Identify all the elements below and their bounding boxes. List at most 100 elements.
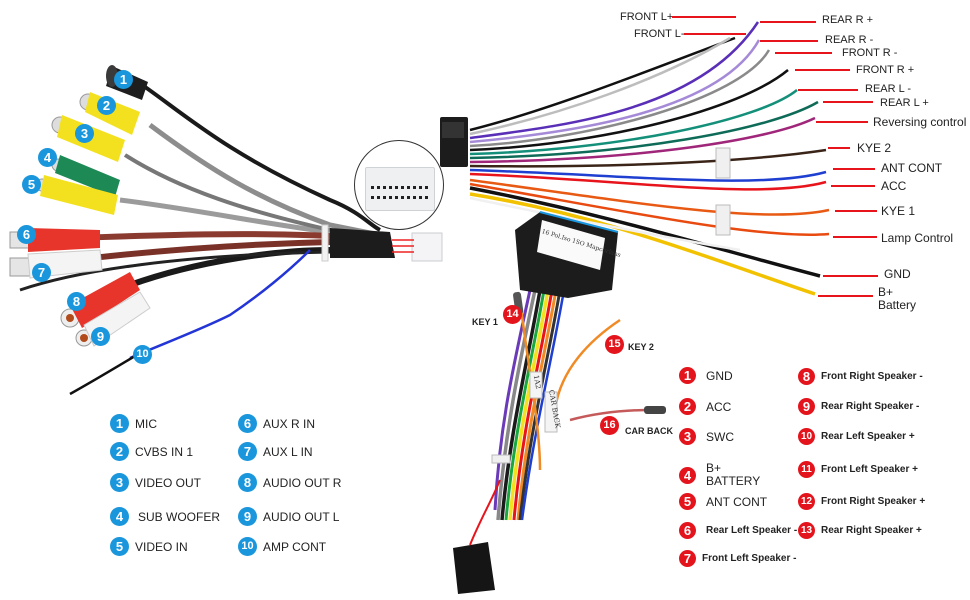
- legend-badge: 10: [798, 428, 815, 445]
- connector-pin-hole: [389, 196, 392, 199]
- wire-tag: [715, 147, 731, 179]
- amp-wire-tail: [69, 354, 136, 396]
- callout-line: [823, 275, 878, 277]
- legend-badge: 3: [679, 428, 696, 445]
- left-legend-item-7: 7 AUX L IN: [238, 442, 313, 461]
- legend-label: AUDIO OUT L: [263, 509, 340, 524]
- legend-label: Front Left Speaker +: [821, 464, 918, 475]
- mic-cable: [133, 78, 381, 232]
- legend-label: AMP CONT: [263, 539, 327, 554]
- connector-badge-9: 9: [91, 327, 110, 346]
- pin-callout-badge-15: 15: [605, 335, 624, 354]
- wire-tag: [715, 204, 731, 236]
- callout-line: [831, 185, 875, 187]
- pin-callout-label-car-back: CAR BACK: [625, 426, 673, 436]
- black-cable-lower: [19, 250, 331, 292]
- iso-legend-item-7: 7 Front Left Speaker -: [679, 550, 796, 567]
- legend-label: AUX L IN: [263, 444, 313, 459]
- callout-line: [775, 52, 832, 54]
- wire-label-front-r-minus: FRONT R -: [842, 47, 898, 59]
- wire-label-gnd: GND: [884, 267, 911, 281]
- legend-badge: 3: [110, 473, 129, 492]
- legend-label: VIDEO IN: [135, 539, 188, 554]
- key2-wire: [553, 318, 621, 411]
- connector-pin-hole: [377, 186, 380, 189]
- wire-label-rear-r-minus: REAR R -: [825, 34, 874, 46]
- wire-label-battery: Battery: [878, 298, 917, 312]
- callout-line: [828, 147, 850, 149]
- left-harness: [9, 65, 443, 396]
- connector-pin-hole: [383, 186, 386, 189]
- connector-badge-3: 3: [75, 124, 94, 143]
- connector-pin-hole: [383, 196, 386, 199]
- left-legend-item-1: 1 MIC: [110, 414, 157, 433]
- legend-badge: 12: [798, 493, 815, 510]
- legend-label: Rear Left Speaker -: [706, 525, 798, 536]
- amp-wire: [129, 249, 311, 360]
- connector-badge-8: 8: [67, 292, 86, 311]
- bottom-connector: [453, 542, 495, 594]
- legend-label: SUB WOOFER: [138, 509, 221, 524]
- callout-line: [833, 168, 875, 170]
- wire-label-rear-r-plus: REAR R +: [822, 14, 874, 26]
- connector-pin-hole: [419, 196, 422, 199]
- callout-line: [760, 40, 818, 42]
- connector-pin-hole: [413, 186, 416, 189]
- inset-plug: [365, 167, 435, 211]
- iso-legend-item-3: 3 SWC: [679, 428, 734, 445]
- left-legend-item-10: 10 AMP CONT: [238, 537, 326, 556]
- left-legend-item-4: 4 SUB WOOFER: [110, 507, 220, 526]
- legend-badge: 6: [679, 522, 696, 539]
- legend-label: MIC: [135, 416, 157, 431]
- legend-badge: 1: [679, 367, 696, 384]
- wire-label-ant-cont: ANT CONT: [881, 161, 943, 175]
- connector-pin-hole: [395, 186, 398, 189]
- connector-pin-hole: [407, 186, 410, 189]
- left-legend-item-3: 3 VIDEO OUT: [110, 473, 201, 492]
- connector-pin-hole: [389, 186, 392, 189]
- connector-pin-hole: [377, 196, 380, 199]
- legend-badge: 4: [679, 466, 696, 484]
- bottom-harness: [453, 211, 666, 594]
- legend-label: GND: [706, 368, 733, 383]
- cable-tie: [321, 224, 329, 262]
- legend-badge: 7: [679, 550, 696, 567]
- callout-line: [823, 101, 873, 103]
- legend-badge: 9: [798, 398, 815, 415]
- pin-callout-badge-14: 14: [503, 305, 522, 324]
- iso-legend-item-6: 6 Rear Left Speaker -: [679, 522, 797, 539]
- legend-label: Front Left Speaker -: [702, 553, 797, 564]
- legend-badge: 13: [798, 522, 815, 539]
- wire-label-rear-l-minus: REAR L -: [865, 83, 912, 95]
- wire-label-acc: ACC: [881, 179, 907, 193]
- grey-cable-a: [148, 122, 381, 238]
- wire-label-rear-l-plus: REAR L +: [880, 97, 929, 109]
- connector-badge-4: 4: [38, 148, 57, 167]
- plug-wires: [392, 239, 414, 253]
- legend-label-line-2: BATTERY: [706, 474, 761, 488]
- connector-pin-hole: [407, 196, 410, 199]
- wire-label-front-l-minus: FRONT L-: [634, 28, 685, 40]
- connector-pin-hole: [425, 186, 428, 189]
- heat-shrink: [330, 228, 395, 258]
- legend-badge: 10: [238, 537, 257, 556]
- connector-badge-5: 5: [22, 175, 41, 194]
- legend-label: VIDEO OUT: [135, 475, 202, 490]
- legend-label: SWC: [706, 429, 734, 444]
- pin-callout-label-key-2: KEY 2: [628, 342, 654, 352]
- legend-badge: 5: [679, 493, 696, 510]
- pin-callout-label-key-1: KEY 1: [472, 317, 498, 327]
- connector-badge-7: 7: [32, 263, 51, 282]
- connector-pin-hole: [413, 196, 416, 199]
- right-harness: [440, 21, 830, 296]
- callout-line: [672, 16, 736, 18]
- left-legend-item-2: 2 CVBS IN 1: [110, 442, 193, 461]
- connector-pin-hole: [371, 196, 374, 199]
- wire-label-reversing-control: Reversing control: [873, 115, 967, 129]
- iso-legend-item-5: 5 ANT CONT: [679, 493, 767, 510]
- left-legend-item-5: 5 VIDEO IN: [110, 537, 188, 556]
- legend-badge: 8: [238, 473, 257, 492]
- iso-legend-item-2: 2 ACC: [679, 398, 731, 415]
- grey-cable-b: [119, 197, 381, 241]
